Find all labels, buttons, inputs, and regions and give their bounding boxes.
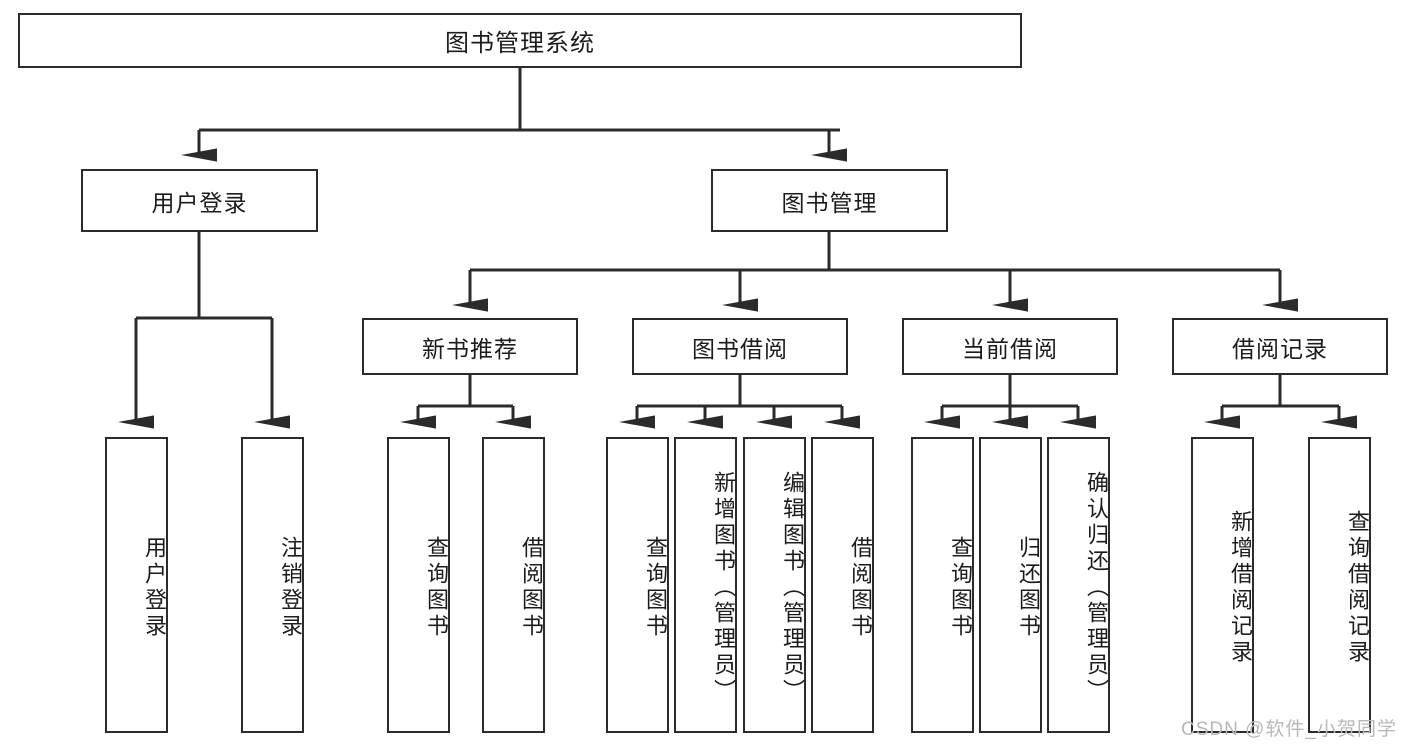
- leaf-borrow-borrow-book[interactable]: 借阅图书: [811, 437, 874, 733]
- node-label: 编辑图书（管理员）: [780, 471, 805, 705]
- node-label: 查询图书: [424, 536, 449, 640]
- node-label: 注销登录: [278, 536, 303, 640]
- node-label: 图书管理系统: [445, 30, 595, 57]
- leaf-current-return-book[interactable]: 归还图书: [979, 437, 1042, 733]
- node-new-book-recommend[interactable]: 新书推荐: [362, 318, 578, 375]
- node-label: 图书管理: [781, 189, 878, 216]
- node-label: 查询图书: [643, 536, 668, 640]
- node-label: 借阅图书: [848, 536, 873, 640]
- node-label: 图书借阅: [692, 335, 788, 362]
- node-current-borrow[interactable]: 当前借阅: [902, 318, 1118, 375]
- node-label: 新增图书（管理员）: [711, 471, 736, 705]
- leaf-record-add[interactable]: 新增借阅记录: [1191, 437, 1254, 733]
- leaf-record-query[interactable]: 查询借阅记录: [1308, 437, 1371, 733]
- node-label: 新增借阅记录: [1228, 510, 1253, 666]
- node-label: 借阅记录: [1232, 335, 1328, 362]
- leaf-borrow-query-book[interactable]: 查询图书: [606, 437, 669, 733]
- node-label: 查询图书: [948, 536, 973, 640]
- node-book-management[interactable]: 图书管理: [711, 169, 948, 232]
- node-label: 新书推荐: [422, 335, 518, 362]
- leaf-current-query-book[interactable]: 查询图书: [911, 437, 974, 733]
- leaf-borrow-add-book[interactable]: 新增图书（管理员）: [674, 437, 737, 733]
- node-borrow-record[interactable]: 借阅记录: [1172, 318, 1388, 375]
- node-label: 用户登录: [151, 189, 248, 216]
- leaf-user-login-logout[interactable]: 注销登录: [241, 437, 304, 733]
- leaf-new-book-query[interactable]: 查询图书: [387, 437, 450, 733]
- leaf-new-book-borrow[interactable]: 借阅图书: [482, 437, 545, 733]
- node-label: 当前借阅: [962, 335, 1058, 362]
- node-user-login[interactable]: 用户登录: [81, 169, 318, 232]
- node-book-borrow[interactable]: 图书借阅: [632, 318, 848, 375]
- leaf-current-confirm-return[interactable]: 确认归还（管理员）: [1047, 437, 1110, 733]
- node-label: 确认归还（管理员）: [1084, 471, 1109, 705]
- node-label: 借阅图书: [519, 536, 544, 640]
- leaf-user-login-login[interactable]: 用户登录: [105, 437, 168, 733]
- node-label: 用户登录: [142, 536, 167, 640]
- node-label: 归还图书: [1016, 536, 1041, 640]
- node-label: 查询借阅记录: [1345, 510, 1370, 666]
- leaf-borrow-edit-book[interactable]: 编辑图书（管理员）: [743, 437, 806, 733]
- node-system-root[interactable]: 图书管理系统: [18, 13, 1022, 68]
